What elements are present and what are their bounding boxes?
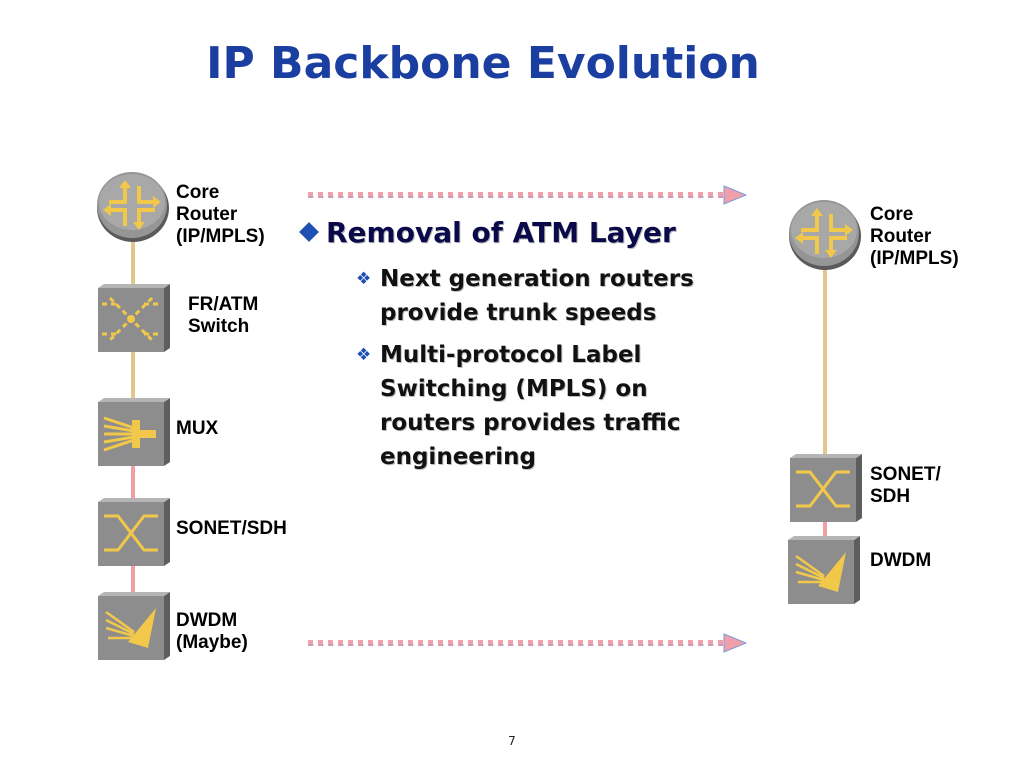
sub-bullet: ❖ Multi-protocol Label Switching (MPLS) … [356,338,740,474]
diamond-bullet-icon [299,222,319,242]
label-line: DWDM [870,550,932,571]
label-line: DWDM [176,610,238,631]
label-line: Router [870,226,932,247]
sub-bullet-line: Multi-protocol Label [380,342,642,368]
four-diamond-bullet-icon: ❖ [356,345,372,365]
sonet-sdh-icon [790,454,862,522]
right-sonet-sdh-label: SONET/ SDH [870,464,941,508]
fr-atm-switch-label: FR/ATM Switch [188,294,258,338]
main-bullet: Removal of ATM Layer [296,216,676,249]
label-line: FR/ATM [188,294,259,315]
left-dwdm-label: DWDM (Maybe) [176,610,248,654]
label-line: Router [176,204,238,225]
sub-bullet-line: engineering [380,444,536,470]
label-line: (Maybe) [176,632,248,653]
dwdm-icon [98,592,170,660]
sub-bullet-line: provide trunk speeds [380,300,657,326]
label-line: Core [176,182,220,203]
label-line: Switch [188,316,250,337]
left-core-router-label: Core Router (IP/MPLS) [176,182,265,248]
sub-bullet: ❖ Next generation routers provide trunk … [356,262,740,330]
sub-bullet-line: routers provides traffic [380,410,681,436]
sub-bullet-line: Switching (MPLS) on [380,376,648,402]
right-dwdm-label: DWDM [870,550,931,572]
core-router-icon [789,200,861,270]
right-core-router-label: Core Router (IP/MPLS) [870,204,959,270]
sonet-sdh-icon [98,498,170,566]
label-line: MUX [176,418,219,439]
sub-bullet-line: Next generation routers [380,266,694,292]
label-line: Core [870,204,914,225]
core-router-icon [97,172,169,242]
mux-icon [98,398,170,466]
left-sonet-sdh-label: SONET/SDH [176,518,287,540]
label-line: (IP/MPLS) [176,226,265,247]
bottom-dotted-arrow [308,633,748,653]
label-line: SONET/ [870,464,941,485]
page-title: IP Backbone Evolution [206,38,760,89]
label-line: SDH [870,486,911,507]
dwdm-icon [788,536,860,604]
top-dotted-arrow [308,185,748,205]
mux-label: MUX [176,418,218,440]
label-line: SONET/SDH [176,518,287,539]
main-bullet-text: Removal of ATM Layer [326,216,676,249]
label-line: (IP/MPLS) [870,248,959,269]
fr-atm-switch-icon [98,284,170,352]
four-diamond-bullet-icon: ❖ [356,269,372,289]
page-number: 7 [508,734,516,748]
sub-bullet-text: Multi-protocol Label Switching (MPLS) on… [380,338,740,474]
sub-bullet-text: Next generation routers provide trunk sp… [380,262,740,330]
